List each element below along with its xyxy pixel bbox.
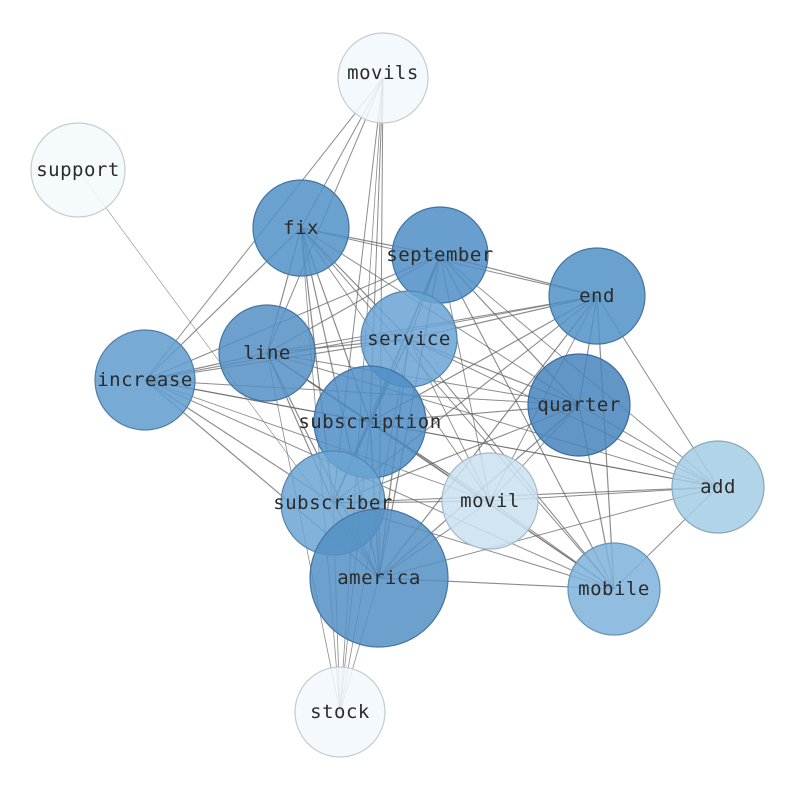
node-layer — [30, 32, 765, 758]
graph-node-movils[interactable] — [337, 32, 429, 124]
graph-node-support[interactable] — [30, 122, 126, 218]
graph-node-fix[interactable] — [252, 179, 350, 277]
graph-node-movil[interactable] — [441, 452, 539, 550]
graph-node-mobile[interactable] — [567, 542, 661, 636]
graph-edge — [439, 254, 615, 590]
graph-edge — [369, 421, 719, 488]
graph-node-end[interactable] — [548, 247, 646, 345]
graph-node-add[interactable] — [671, 440, 765, 534]
graph-node-america[interactable] — [309, 508, 449, 648]
graph-node-increase[interactable] — [94, 329, 196, 431]
graph-node-line[interactable] — [218, 304, 316, 402]
graph-node-stock[interactable] — [294, 666, 386, 758]
graph-node-september[interactable] — [391, 206, 489, 304]
graph-node-quarter[interactable] — [527, 353, 631, 457]
